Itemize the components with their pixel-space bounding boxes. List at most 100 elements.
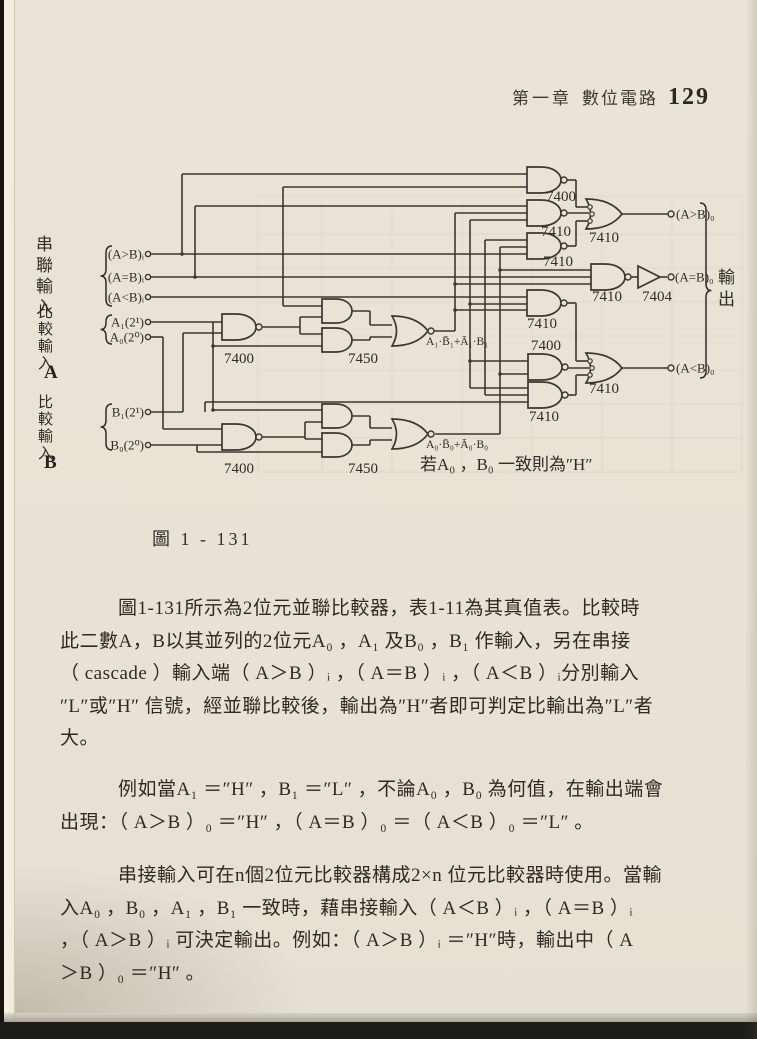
output-label: (A>B)₀ bbox=[676, 207, 715, 222]
text-line: 此二數A，B以其並列的2位元A₀ ，A₁ 及B₀ ，B₁ 作輸入，另在串接 bbox=[60, 630, 631, 652]
ic-label: 7410 bbox=[589, 381, 619, 397]
paragraph-2: 例如當A₁ ＝″H″ ，B₁ ＝″L″ ，不論A₀ ，B₀ 為何值，在輸出端會 … bbox=[60, 774, 708, 839]
signal-label: (A>B)ᵢ bbox=[108, 247, 145, 262]
inverter-gate bbox=[637, 264, 662, 290]
and-gate bbox=[321, 403, 353, 429]
and-gate bbox=[321, 327, 353, 353]
nand-bubble bbox=[624, 273, 632, 281]
ic-label: 7410 bbox=[592, 289, 622, 305]
page-fold-edge bbox=[4, 0, 15, 1039]
signal-label: B₁(2¹) bbox=[112, 405, 144, 420]
or-input-bubble bbox=[587, 204, 593, 210]
output-label: (A=B)₀ bbox=[675, 270, 714, 285]
ic-label: 7400 bbox=[224, 461, 254, 477]
signal-label: B₀(2⁰) bbox=[110, 438, 144, 453]
junction-dot bbox=[180, 252, 184, 256]
signal-label: (A=B)ᵢ bbox=[108, 270, 145, 285]
junction-dot bbox=[211, 344, 215, 348]
nand-bubble bbox=[255, 323, 263, 331]
or-input-bubble bbox=[587, 372, 593, 378]
text-line: 圖1-131所示為2位元並聯比較器，表1-11為其真值表。比較時 bbox=[118, 598, 640, 619]
scan-edge-bottom bbox=[0, 1022, 757, 1039]
ic-label: 7410 bbox=[541, 224, 571, 240]
nand-bubble bbox=[560, 209, 568, 217]
brace bbox=[100, 245, 113, 307]
signal-label: A₀(2⁰) bbox=[110, 330, 144, 345]
input-group-a-tag: A bbox=[44, 362, 58, 383]
annotation-label: 若A₀ ，B₀ 一致則為″H″ bbox=[420, 455, 592, 474]
wire-label: A₀·B̄₀+Ā₀·B₀ bbox=[426, 438, 488, 451]
brace bbox=[100, 403, 113, 451]
or-bubble bbox=[427, 430, 435, 438]
wire-label: A₁·B̄₁+Ā₁·B₁ bbox=[426, 335, 488, 348]
junction-dot bbox=[453, 308, 457, 312]
ic-label: 7400 bbox=[531, 338, 561, 354]
or-input-bubble bbox=[587, 358, 593, 364]
nand-bubble bbox=[561, 363, 569, 371]
section-title: 數位電路 bbox=[582, 89, 658, 108]
junction-dot bbox=[193, 275, 197, 279]
text-line: 串接輸入可在n個2位元比較器構成2×n 位元比較器時使用。當輸 bbox=[118, 865, 662, 886]
figure-caption: 圖 1 - 131 bbox=[152, 529, 253, 549]
nand-bubble bbox=[560, 176, 568, 184]
or-gate bbox=[390, 418, 430, 450]
nand-gate bbox=[221, 313, 257, 341]
signal-label: (A<B)ᵢ bbox=[108, 290, 145, 305]
text-line: ＞B ）₀ ＝″H″ 。 bbox=[60, 962, 206, 984]
paragraph-3: 串接輸入可在n個2位元比較器構成2×n 位元比較器時使用。當輸 入A₀ ，B₀ … bbox=[60, 860, 708, 990]
scan-edge-right bbox=[745, 0, 757, 1039]
text-line: 大。 bbox=[60, 728, 100, 749]
input-terminal bbox=[144, 293, 152, 301]
nand-gate bbox=[526, 289, 562, 317]
output-label: (A<B)₀ bbox=[676, 361, 715, 376]
chapter-title: 第一章 bbox=[512, 89, 572, 108]
and-gate bbox=[321, 432, 353, 458]
brace bbox=[100, 314, 113, 345]
nand-bubble bbox=[561, 391, 569, 399]
text-line: 出現：（ A＞B ）₀ ＝″H″ ，（ A＝B ）₀ ＝（ A＜B ）₀ ＝″L… bbox=[60, 811, 594, 833]
and-gate bbox=[321, 298, 353, 324]
junction-dot bbox=[211, 408, 215, 412]
output-group-label: 輸出 bbox=[715, 268, 734, 312]
input-terminal bbox=[144, 408, 152, 416]
page-number: 129 bbox=[668, 84, 710, 110]
input-terminal bbox=[144, 441, 152, 449]
nand-bubble bbox=[560, 299, 568, 307]
ic-label: 7410 bbox=[589, 230, 619, 246]
ic-label: 7410 bbox=[543, 254, 573, 270]
ic-label: 7450 bbox=[348, 461, 378, 477]
or-input-bubble bbox=[589, 365, 595, 371]
junction-dot bbox=[468, 359, 472, 363]
input-terminal bbox=[144, 250, 152, 258]
nand-gate bbox=[221, 423, 257, 451]
nand-bubble bbox=[560, 242, 568, 250]
output-terminal bbox=[667, 364, 675, 372]
input-group-b-tag: B bbox=[44, 452, 57, 473]
scan-edge-left bbox=[0, 0, 4, 1039]
nand-gate bbox=[527, 353, 563, 381]
junction-dot bbox=[498, 372, 502, 376]
input-terminal bbox=[144, 318, 152, 326]
input-terminal bbox=[144, 273, 152, 281]
or-input-bubble bbox=[589, 211, 595, 217]
ic-label: 7400 bbox=[224, 351, 254, 367]
signal-label: A₁(2¹) bbox=[111, 315, 144, 330]
junction-dot bbox=[498, 268, 502, 272]
paragraph-1: 圖1-131所示為2位元並聯比較器，表1-11為其真值表。比較時 此二數A，B以… bbox=[60, 593, 708, 756]
output-terminal bbox=[667, 210, 675, 218]
input-terminal bbox=[144, 333, 152, 341]
text-line: （ cascade ）輸入端（ A＞B ）ᵢ ，（ A＝B ）ᵢ ，（ A＜B … bbox=[60, 663, 640, 684]
input-group-a-label: 比較輸入 bbox=[36, 304, 52, 372]
junction-dot bbox=[453, 282, 457, 286]
nand-gate bbox=[590, 263, 626, 291]
nand-gate bbox=[527, 381, 563, 409]
page-header: 第一章 數位電路 129 bbox=[470, 84, 710, 111]
scan-edge-bottom-gray bbox=[4, 1013, 757, 1022]
text-line: 入A₀ ，B₀ ，A₁ ，B₁ 一致時，藉串接輸入（ A＜B ）ᵢ ，（ A＝B… bbox=[60, 897, 634, 919]
ic-label: 7410 bbox=[527, 316, 557, 332]
brace bbox=[699, 202, 712, 379]
input-group-serial-label: 串聯輸入 bbox=[33, 235, 52, 319]
output-terminal bbox=[667, 273, 675, 281]
